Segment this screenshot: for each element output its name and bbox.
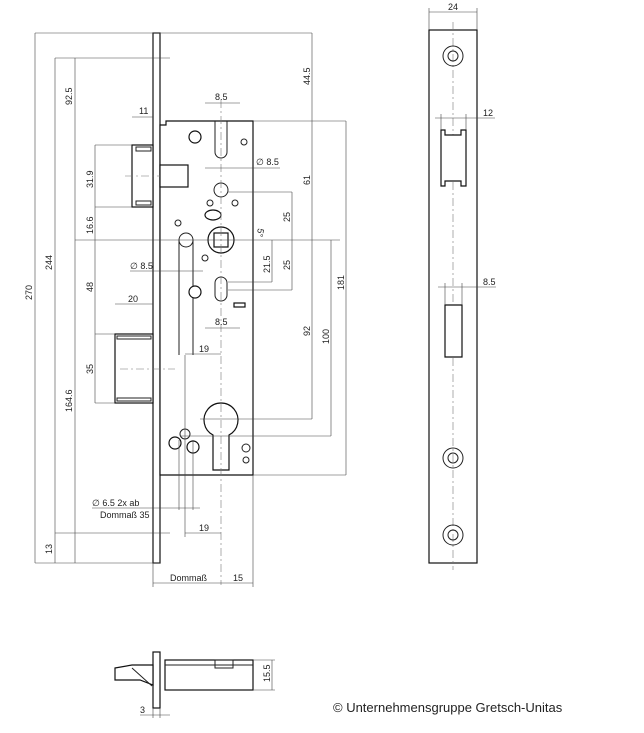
bolt [114,333,154,404]
dim-24: 24 [448,2,458,12]
bottom-view: 15.5 3 [114,651,275,718]
latch-tail [159,164,189,188]
screw-top [188,130,202,144]
note-hole-diameter: ∅ 6.5 2x ab [92,498,139,508]
dim-13: 13 [44,544,54,554]
dim-92: 92 [302,326,312,336]
dim-48: 48 [85,282,95,292]
dim-11: 11 [139,106,148,116]
dim-270: 270 [24,285,34,300]
dim-dia-8-5-left: ∅ 8.5 [130,261,153,271]
dim-15: 15 [233,573,243,583]
dim-16-6: 16.6 [85,216,95,234]
dim-164-6: 164.6 [64,389,74,412]
dim-25-upper: 25 [282,212,292,222]
latch-top [114,664,154,686]
dim-44-5: 44.5 [302,67,312,85]
copyright-text: © Unternehmensgruppe Gretsch-Unitas [333,700,563,715]
dim-61: 61 [302,175,312,185]
dim-8-5-top: 8.5 [215,92,228,102]
dim-15-5: 15.5 [262,664,272,682]
dim-244: 244 [44,255,54,270]
dim-8-5-bottom: 8.5 [215,317,228,327]
dim-angle-5: 5° [254,228,265,239]
side-view: 24 12 8.5 [428,2,496,570]
screw-mid [188,285,202,299]
dim-dia-8-5-upper: ∅ 8.5 [256,157,279,167]
faceplate-top [152,651,161,709]
dim-12: 12 [483,108,493,118]
dim-20: 20 [128,294,138,304]
front-view-dimensions: 270 244 92.5 31.9 16.6 48 35 164.6 13 11… [24,67,346,583]
dim-19-lower: 19 [199,523,209,533]
dim-21-5: 21.5 [262,255,272,273]
latch-opening [440,129,467,187]
dim-181: 181 [336,275,346,290]
dim-92-5: 92.5 [64,87,74,105]
bolt-opening [444,304,463,358]
dim-25-lower: 25 [282,260,292,270]
note-dornmass: Dommaß 35 [100,510,150,520]
dim-3: 3 [140,705,145,715]
dim-8-5-side: 8.5 [483,277,496,287]
faceplate [152,32,161,564]
dim-100: 100 [321,329,331,344]
dim-dornmass: Dommaß [170,573,208,583]
dim-31-9: 31.9 [85,170,95,188]
front-view [34,32,347,587]
lever [204,209,222,221]
dim-19-upper: 19 [199,344,209,354]
dim-35: 35 [85,364,95,374]
